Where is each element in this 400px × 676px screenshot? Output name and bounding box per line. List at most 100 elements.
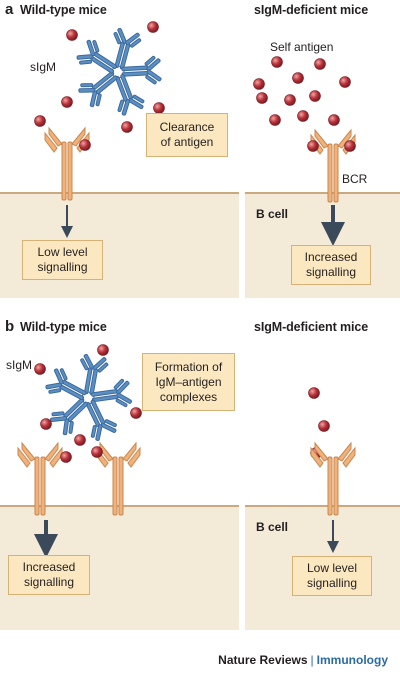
igm-light-chain xyxy=(48,388,62,394)
igm-heavy-chain xyxy=(121,65,149,72)
igm-light-chain xyxy=(79,59,93,65)
self-antigen xyxy=(256,92,268,104)
bcr-heavy-chain xyxy=(118,456,124,516)
bcr-heavy-chain xyxy=(61,141,67,201)
panel-a-sigm-label: sIgM xyxy=(30,60,57,74)
igm-monomer xyxy=(45,368,87,401)
bcr-fab-arm xyxy=(122,441,137,462)
box-line: signalling xyxy=(305,265,357,279)
igm-light-chain xyxy=(145,75,157,85)
box-line: Clearance xyxy=(159,120,215,134)
igm-light-chain xyxy=(59,368,68,381)
antigen xyxy=(34,115,46,127)
journal-name: Nature Reviews xyxy=(218,653,308,667)
igm-fab-arm xyxy=(116,392,132,404)
box-line: Formation of xyxy=(154,359,223,374)
antigen xyxy=(61,96,73,108)
igm-fab-arm xyxy=(86,39,96,57)
box-line: signalling xyxy=(23,575,75,589)
bcr-heavy-chain xyxy=(333,143,339,203)
journal-credit: Nature Reviews|Immunology xyxy=(218,653,388,667)
self-antigen xyxy=(328,114,340,126)
journal-subject: Immunology xyxy=(316,653,388,667)
igm-fab-arm xyxy=(50,416,68,422)
igm-light-chain xyxy=(97,362,109,373)
bcr-fab-arm xyxy=(314,441,329,462)
credit-separator: | xyxy=(310,653,314,667)
igm-light-chain xyxy=(51,411,65,417)
self-antigen xyxy=(339,76,351,88)
bcr-bound-antigen xyxy=(79,139,91,151)
igm-monomer xyxy=(78,71,118,108)
self-antigen xyxy=(271,56,283,68)
panel-b-right-title: sIgM-deficient mice xyxy=(254,320,369,334)
bcr-light-chain xyxy=(310,446,324,468)
antigen xyxy=(153,102,165,114)
igm-monomer xyxy=(80,353,109,396)
bcr-b-left xyxy=(17,441,63,516)
igm-light-chain xyxy=(113,31,122,45)
panel-a-bcr-label: BCR xyxy=(342,172,368,186)
self-antigen xyxy=(292,72,304,84)
igm-monomer xyxy=(113,27,142,70)
igm-light-chain xyxy=(80,358,89,371)
bcr-fab-arm xyxy=(71,126,86,147)
igm-fab-arm xyxy=(92,357,107,371)
self-antigen xyxy=(253,78,265,90)
bcr-fab-arm xyxy=(48,126,63,147)
self-antigen xyxy=(318,420,330,432)
box-line: signalling xyxy=(37,260,88,274)
bcr-b-right-panel xyxy=(310,441,356,516)
igm-fab-arm xyxy=(62,418,70,436)
bcr-heavy-chain xyxy=(67,141,73,201)
igm-light-chain xyxy=(90,425,97,438)
bcr-fab-arm xyxy=(44,441,59,462)
bcr-heavy-chain xyxy=(40,456,46,516)
box-line: Increased xyxy=(22,560,76,574)
self-antigen xyxy=(309,90,321,102)
panel-a-self-antigen-label: Self antigen xyxy=(270,40,334,54)
bcr-heavy-chain xyxy=(327,456,333,516)
bcr-bound-antigen xyxy=(60,451,72,463)
igm-fab-arm xyxy=(78,88,96,93)
panel-a-letter: a xyxy=(5,1,14,18)
bcr-bound-antigen xyxy=(307,140,319,152)
bcr-bound-antigen xyxy=(344,140,356,152)
bcr-bound-antigen xyxy=(91,446,103,458)
antigen xyxy=(121,121,133,133)
igm-fab-arm xyxy=(121,99,131,116)
bcr-light-chain xyxy=(127,446,141,468)
panel-a-right-title: sIgM-deficient mice xyxy=(254,3,369,17)
box-line: Low level xyxy=(37,245,88,259)
bcr-light-chain xyxy=(44,131,58,153)
complexed-antigen xyxy=(34,363,46,375)
igm-monomer xyxy=(85,399,117,441)
complexed-antigen xyxy=(40,418,52,430)
igm-light-chain xyxy=(129,38,142,48)
panel-a-b-cell-label: B cell xyxy=(256,207,289,221)
bcr-heavy-chain xyxy=(327,143,333,203)
complexed-antigen xyxy=(74,434,86,446)
igm-monomer xyxy=(121,55,162,85)
bcr-fab-arm xyxy=(337,441,352,462)
igm-monomer xyxy=(115,74,145,116)
igm-light-chain xyxy=(117,99,125,113)
complexed-antigen xyxy=(130,407,142,419)
complexed-antigen xyxy=(97,344,109,356)
self-antigen xyxy=(314,58,326,70)
antigen xyxy=(147,21,159,33)
igm-light-chain xyxy=(115,398,128,408)
box-line: of antigen xyxy=(160,135,214,149)
igm-light-chain xyxy=(92,40,100,53)
igm-light-chain xyxy=(104,419,117,428)
self-antigen xyxy=(297,110,309,122)
bcr-light-chain xyxy=(342,446,356,468)
bcr-light-chain xyxy=(17,446,31,468)
igm-light-chain xyxy=(113,378,125,390)
igm-light-chain xyxy=(132,94,145,104)
bcr-heavy-chain xyxy=(333,456,339,516)
